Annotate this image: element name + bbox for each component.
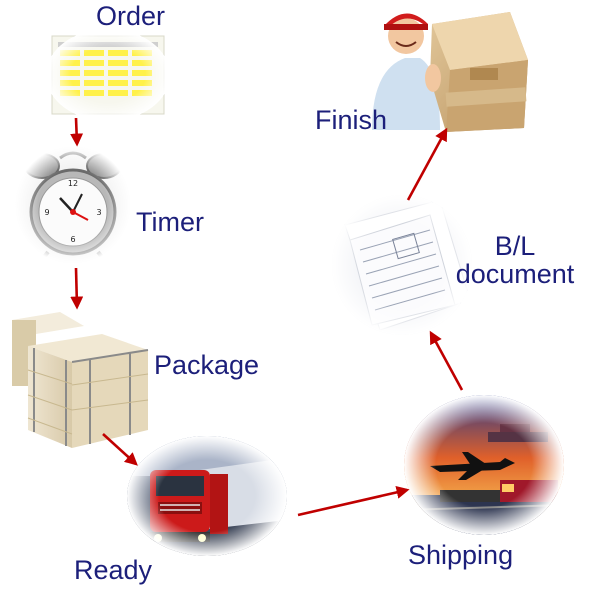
step-label-shipping: Shipping (408, 540, 514, 570)
arrow-order-to-timer (70, 117, 84, 147)
alarm-clock-image: 12369 (15, 146, 131, 264)
arrow-shipping-to-bl (429, 330, 464, 391)
shipping-transport-image (404, 395, 564, 535)
arrow-ready-to-shipping (297, 485, 410, 517)
bl-document-image (332, 195, 472, 335)
step-label-bl-line1: B/L (494, 231, 536, 261)
arrow-timer-to-package (70, 267, 84, 310)
order-spreadsheet-image (46, 29, 170, 121)
step-label-finish: Finish (315, 105, 388, 135)
step-label-package: Package (154, 350, 260, 380)
step-label-timer: Timer (136, 207, 204, 237)
delivery-man-image (372, 12, 528, 132)
red-truck-image (127, 436, 287, 556)
step-label-order: Order (96, 1, 166, 31)
flow-arrows (70, 117, 464, 517)
step-label-bl-line2: document (455, 259, 575, 290)
wooden-crates-image (12, 312, 149, 448)
step-label-bl-document: B/L document (446, 232, 584, 289)
arrow-bl-to-finish (406, 127, 448, 201)
arrow-package-to-ready (102, 433, 138, 466)
step-label-ready: Ready (74, 555, 153, 585)
